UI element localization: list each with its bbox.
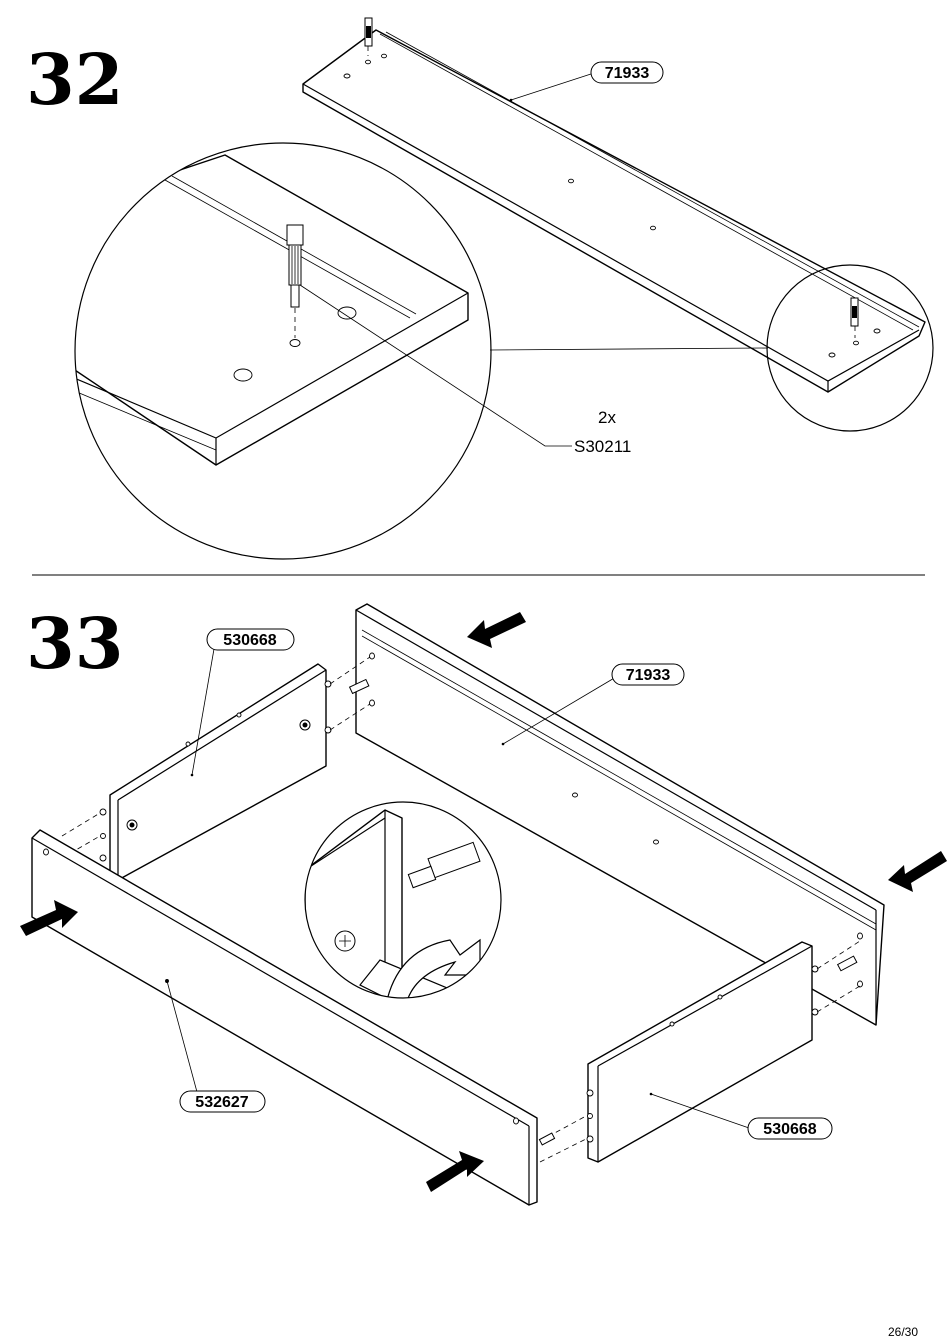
quantity-label: 2x xyxy=(598,408,616,427)
detail-view-circle xyxy=(60,143,491,559)
push-arrow-top-icon xyxy=(467,612,526,648)
part-number: 71933 xyxy=(605,65,650,82)
push-arrow-right-icon xyxy=(888,851,947,892)
step-33-number: 33 xyxy=(26,602,123,685)
part-number: 532627 xyxy=(195,1094,248,1111)
step-32-number: 32 xyxy=(26,38,123,121)
part-number: 530668 xyxy=(223,632,276,649)
fitting-part-number: S30211 xyxy=(574,437,631,456)
step-33: 33 xyxy=(20,602,947,1205)
part-label-board-71933: 71933 xyxy=(510,62,663,101)
step-32: 32 xyxy=(26,18,933,559)
front-board-532627-illustration xyxy=(32,830,537,1205)
part-number: 530668 xyxy=(763,1121,816,1138)
page-number: 26/30 xyxy=(888,1325,918,1339)
left-side-530668-illustration xyxy=(62,657,370,880)
part-number: 71933 xyxy=(626,667,671,684)
